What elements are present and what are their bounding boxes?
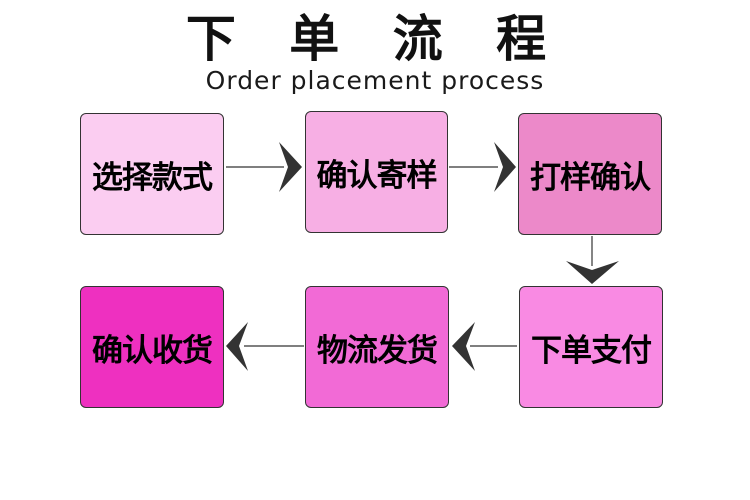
arrow-3-to-4 [566,236,619,284]
step-label: 物流发货 [317,332,438,369]
title-english: Order placement process [205,66,545,95]
step-confirm-sample-shipping: 确认寄样 [305,111,448,233]
step-place-order-pay: 下单支付 [519,286,663,408]
step-select-style: 选择款式 [80,113,224,235]
arrow-1-to-2 [226,142,302,192]
title-chinese: 下 单 流 程 [185,9,565,68]
step-logistics-shipping: 物流发货 [305,286,449,408]
step-confirm-receipt: 确认收货 [80,286,224,408]
arrow-5-to-6 [226,322,304,371]
arrow-2-to-3 [449,142,516,192]
step-label: 确认寄样 [316,157,438,194]
arrow-4-to-5 [452,322,517,371]
step-sample-confirmation: 打样确认 [518,113,662,235]
step-label: 选择款式 [92,159,213,196]
step-label: 确认收货 [92,332,213,369]
step-label: 打样确认 [530,159,651,196]
step-label: 下单支付 [531,332,652,369]
